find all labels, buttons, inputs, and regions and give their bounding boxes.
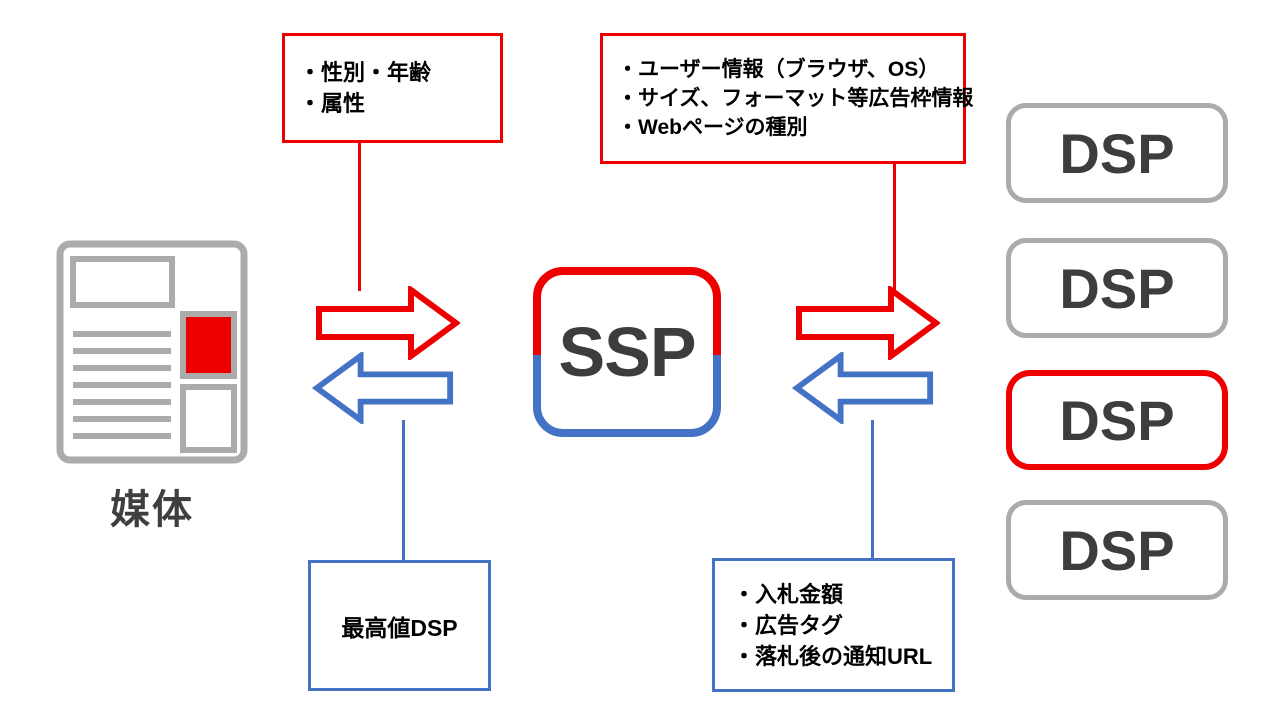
info-line: ・入札金額 bbox=[733, 581, 844, 607]
connector-line-blue-right bbox=[871, 420, 874, 558]
request-arrow-right-icon bbox=[316, 286, 460, 360]
bid-response-arrow-left-icon bbox=[790, 352, 936, 424]
ssp-label: SSP bbox=[558, 313, 696, 391]
dsp-node-4: DSP bbox=[1006, 500, 1228, 600]
ssp-node: SSP bbox=[533, 267, 721, 437]
media-label: 媒体 bbox=[110, 488, 194, 532]
dsp-node-2: DSP bbox=[1006, 238, 1228, 338]
info-line: ・性別・年齢 bbox=[299, 60, 432, 85]
media-page-icon bbox=[56, 240, 248, 464]
info-line: ・広告タグ bbox=[733, 612, 844, 638]
info-line: ・Webページの種別 bbox=[617, 116, 808, 139]
info-line: ・落札後の通知URL bbox=[733, 643, 933, 669]
connector-line-red-left bbox=[358, 143, 361, 291]
info-line: ・属性 bbox=[299, 91, 366, 116]
media-to-ssp-info-box: ・性別・年齢 ・属性 bbox=[282, 33, 503, 143]
ssp-to-dsp-info-box: ・ユーザー情報（ブラウザ、OS） ・サイズ、フォーマット等広告枠情報 ・Webペ… bbox=[600, 33, 974, 164]
response-arrow-left-icon bbox=[310, 352, 456, 424]
info-line: 最高値DSP bbox=[341, 614, 458, 641]
bid-request-arrow-right-icon bbox=[796, 286, 940, 360]
highest-bid-dsp-box: 最高値DSP bbox=[308, 560, 491, 691]
dsp-node-1: DSP bbox=[1006, 103, 1228, 203]
connector-line-blue-left bbox=[402, 420, 405, 560]
info-line: ・ユーザー情報（ブラウザ、OS） bbox=[617, 58, 940, 81]
dsp-to-ssp-info-box: ・入札金額 ・広告タグ ・落札後の通知URL bbox=[712, 558, 955, 692]
dsp-node-3-winner: DSP bbox=[1006, 370, 1228, 470]
connector-line-red-right bbox=[893, 164, 896, 290]
info-line: ・サイズ、フォーマット等広告枠情報 bbox=[617, 87, 974, 110]
